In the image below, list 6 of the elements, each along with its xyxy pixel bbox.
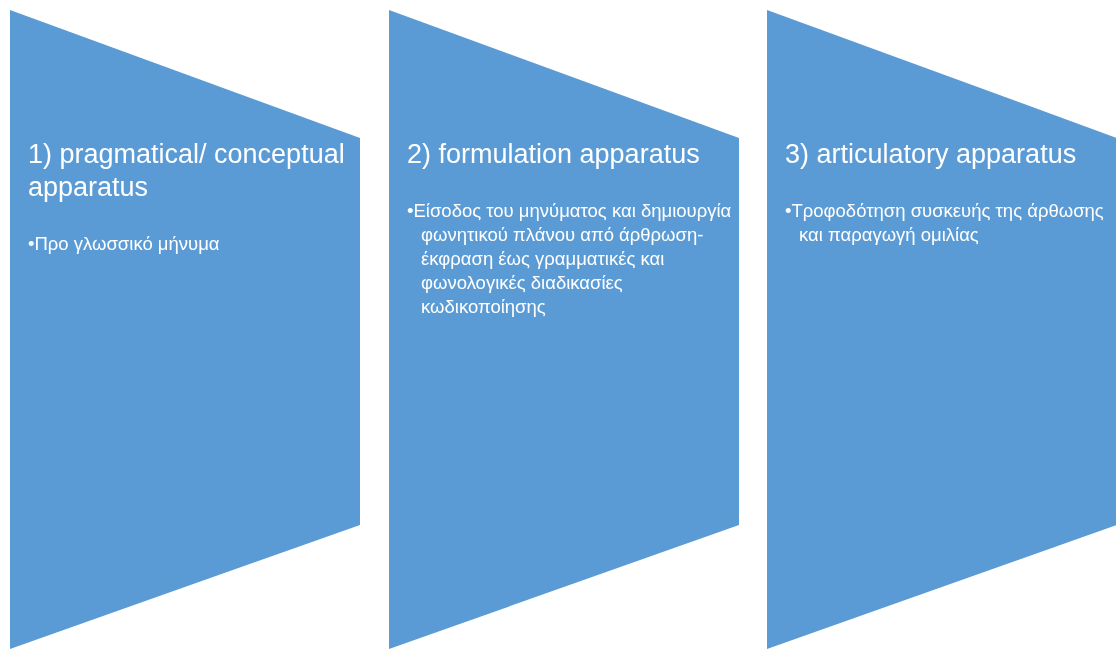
stage-description: •Τροφοδότηση συσκευής της άρθωσης και παραγωγή ομιλίας: [785, 199, 1105, 247]
stage-heading: 3) articulatory apparatus: [785, 138, 1078, 171]
stage-description: •Είσοδος του μηνύματος και δημιουργία φωνητικού πλάνου από άρθρωση-έκφραση έως γραμματικές και φωνολογικές διαδικασίες κωδικοποίησης: [407, 199, 732, 319]
stage-heading: 1) pragmatical/ conceptual apparatus: [28, 138, 346, 204]
stage-description: •Προ γλωσσικό μήνυμα: [28, 232, 221, 256]
stage-heading: 2) formulation apparatus: [407, 138, 701, 171]
